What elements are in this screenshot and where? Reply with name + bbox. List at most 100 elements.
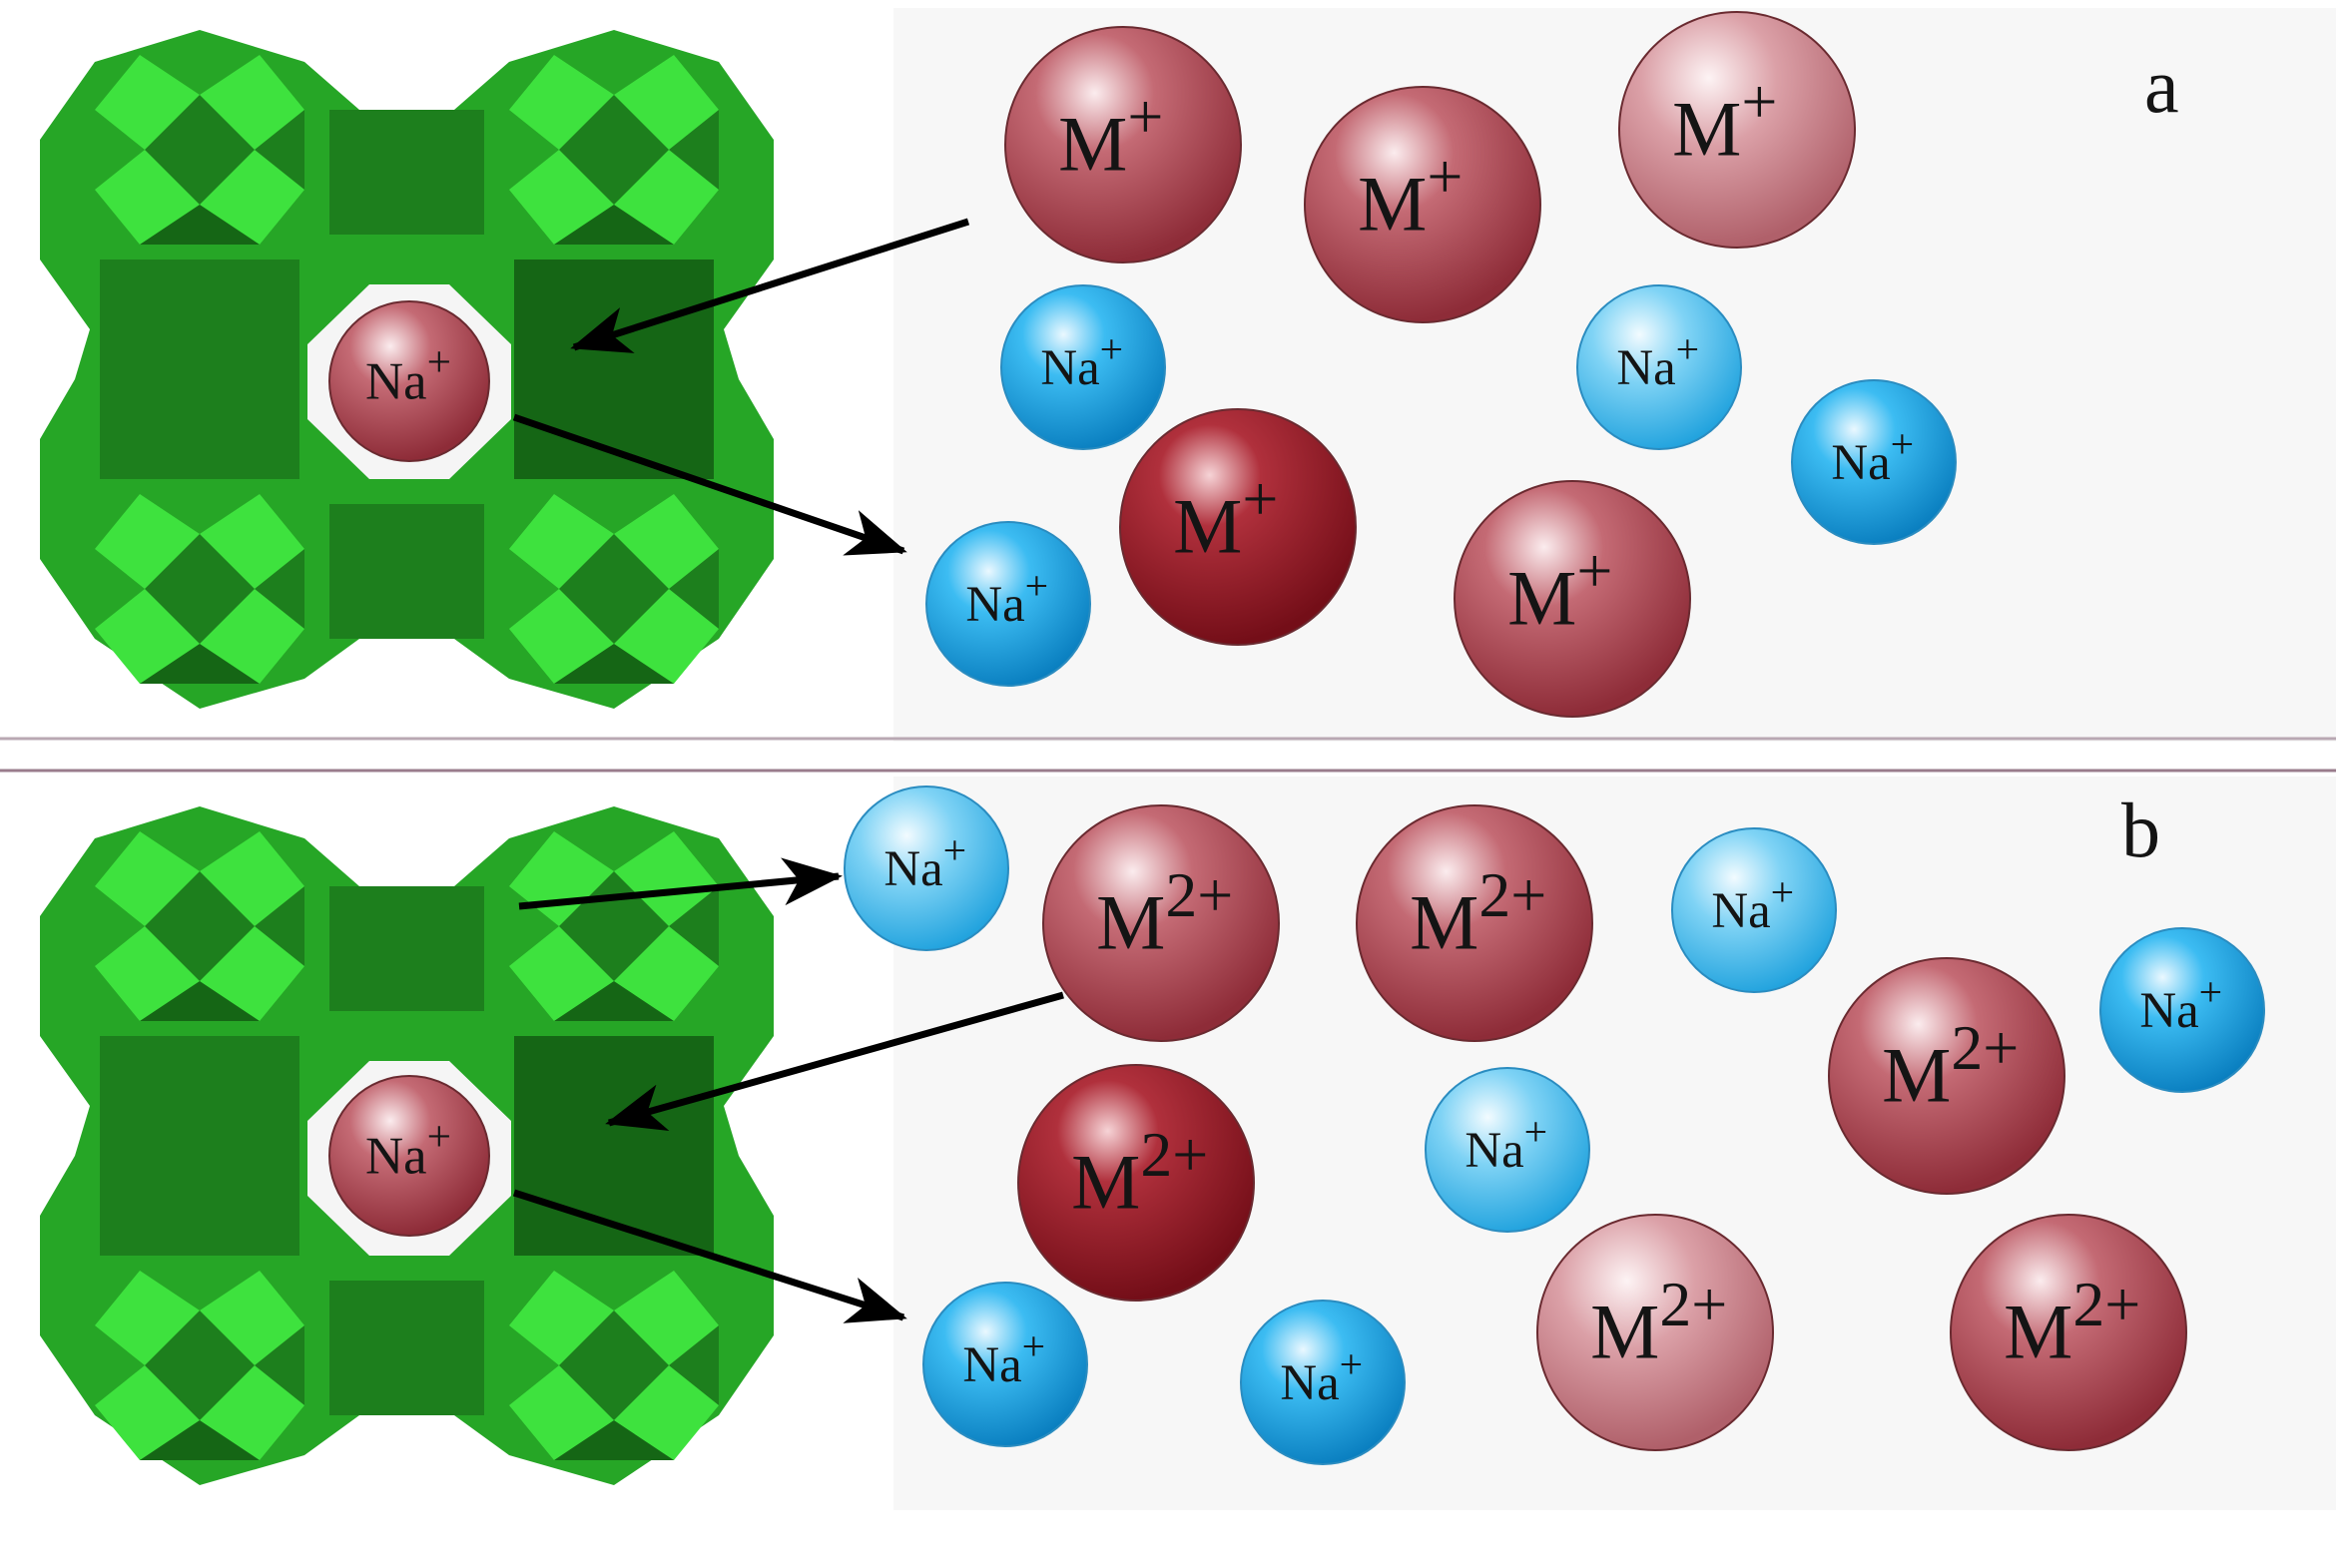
- ion-label: M2+: [2004, 1269, 2140, 1375]
- zeolite-cage-a: [40, 30, 774, 709]
- sodium-ion-8: Na+: [1425, 1067, 1590, 1233]
- cage-square-face: [559, 95, 669, 205]
- ion-label: Na+: [965, 563, 1048, 631]
- cage-sodium-ion-a: Na+: [328, 300, 490, 462]
- ion-label: Na+: [962, 1323, 1045, 1391]
- metal-ion-7: M2+: [1017, 1064, 1255, 1302]
- sodium-ion-11: Na+: [1240, 1300, 1406, 1465]
- cage-side-face: [140, 55, 260, 95]
- cage-side-face: [140, 1420, 260, 1460]
- sodium-ion-1: Na+: [844, 785, 1009, 951]
- metal-ion-2: M2+: [1042, 804, 1280, 1042]
- cage-side-face: [140, 205, 260, 245]
- ion-charge: +: [1022, 1323, 1046, 1369]
- ion-label: Na+: [1280, 1341, 1363, 1409]
- ion-label: M2+: [1410, 859, 1546, 966]
- ion-charge: 2+: [1659, 1269, 1727, 1339]
- ions-panel-a: M+M+M+Na+Na+Na+M+Na+M+: [925, 11, 1957, 718]
- cage-square-face: [559, 1310, 669, 1420]
- cage-side-face: [140, 831, 260, 871]
- metal-ion-sphere: [1004, 26, 1242, 263]
- metal-ion-3: M+: [1618, 11, 1856, 249]
- cage-square-face: [145, 95, 255, 205]
- ion-symbol: Na: [365, 352, 427, 410]
- metal-ion-sphere: [1017, 1064, 1255, 1302]
- ion-charge: +: [1576, 535, 1612, 606]
- ion-label: Na+: [883, 827, 966, 895]
- cage-side-face: [554, 494, 674, 534]
- cage-bridge-top: [329, 110, 484, 235]
- sodium-ion-sphere: [1671, 827, 1837, 993]
- cage-side-face: [554, 831, 674, 871]
- ion-label: Na+: [1465, 1109, 1547, 1177]
- metal-ion-9: M+: [1454, 480, 1691, 718]
- cage-bridge-top: [329, 886, 484, 1011]
- cage-side-face: [140, 1271, 260, 1310]
- ion-charge: +: [1524, 1109, 1548, 1155]
- cage-square-face: [559, 534, 669, 644]
- cage-side-face: [669, 549, 719, 629]
- metal-ion-sphere: [1304, 86, 1541, 323]
- metal-ion-in-cage: Na+: [328, 1075, 490, 1237]
- cage-side-face: [95, 549, 145, 629]
- metal-ion-6: M2+: [1828, 957, 2065, 1195]
- metal-ion-sphere: [1828, 957, 2065, 1195]
- cage-square-face: [145, 871, 255, 981]
- ion-label: Na+: [1616, 326, 1699, 394]
- metal-ion-sphere: [1536, 1214, 1774, 1451]
- cage-side-face: [669, 1325, 719, 1405]
- ion-symbol: Na: [1616, 339, 1675, 395]
- ion-label: M2+: [1882, 1012, 2019, 1119]
- ion-label: Na+: [365, 1113, 451, 1185]
- ion-charge: 2+: [1140, 1119, 1208, 1190]
- cage-bridge-right: [514, 1036, 714, 1256]
- panel-label-b: b: [2121, 786, 2160, 873]
- cage-side-face: [255, 1325, 304, 1405]
- ion-symbol: Na: [1711, 882, 1770, 938]
- ion-label: M2+: [1096, 859, 1233, 966]
- arrow-na-out-of-cage-a: [512, 413, 907, 556]
- ion-symbol: M: [1071, 1140, 1140, 1226]
- ion-charge: +: [2199, 969, 2223, 1015]
- cage-side-face: [255, 886, 304, 966]
- sodium-ion-sphere: [925, 521, 1091, 687]
- cage-side-face: [554, 1420, 674, 1460]
- cage-side-face: [255, 110, 304, 190]
- ion-charge: +: [1340, 1341, 1364, 1387]
- cage-side-face: [509, 110, 559, 190]
- ion-symbol: M: [1882, 1033, 1951, 1119]
- ion-symbol: M: [1410, 880, 1478, 966]
- sodium-ion-sphere: [1000, 284, 1166, 450]
- sodium-ion-sphere: [1425, 1067, 1590, 1233]
- ion-symbol: Na: [883, 840, 942, 896]
- metal-ion-sphere: [1042, 804, 1280, 1042]
- cage-bridge-left: [100, 1036, 299, 1256]
- sodium-ion-4: Na+: [1000, 284, 1166, 450]
- sodium-ion-sphere: [1240, 1300, 1406, 1465]
- metal-ion-sphere: [1950, 1214, 2187, 1451]
- sodium-ion-8: Na+: [925, 521, 1091, 687]
- arrow-na-out-of-cage-b: [512, 1189, 907, 1323]
- cage-side-face: [554, 1271, 674, 1310]
- metal-ion-7: M+: [1119, 408, 1357, 646]
- sodium-ion-sphere: [2099, 927, 2265, 1093]
- ion-symbol: Na: [2139, 982, 2198, 1038]
- cage-bridge-bottom: [329, 504, 484, 639]
- ion-charge: +: [1891, 421, 1915, 467]
- ion-label: M2+: [1071, 1119, 1208, 1226]
- ion-charge: +: [1427, 141, 1463, 212]
- sodium-ion-sphere: [1791, 379, 1957, 545]
- metal-ion-3: M2+: [1356, 804, 1593, 1042]
- sodium-ion-4: Na+: [1671, 827, 1837, 993]
- ions-panel-b: Na+M2+M2+Na+Na+M2+M2+Na+M2+Na+Na+M2+: [844, 785, 2265, 1465]
- cage-side-face: [669, 886, 719, 966]
- ion-symbol: M: [1507, 556, 1576, 642]
- metal-ion-sphere: [328, 1075, 490, 1237]
- cage-square-face: [145, 1310, 255, 1420]
- cage-side-face: [140, 644, 260, 684]
- sodium-ion-10: Na+: [922, 1282, 1088, 1447]
- ion-charge: +: [427, 1113, 451, 1161]
- ion-symbol: M: [1672, 87, 1741, 173]
- ion-symbol: M: [1590, 1290, 1659, 1375]
